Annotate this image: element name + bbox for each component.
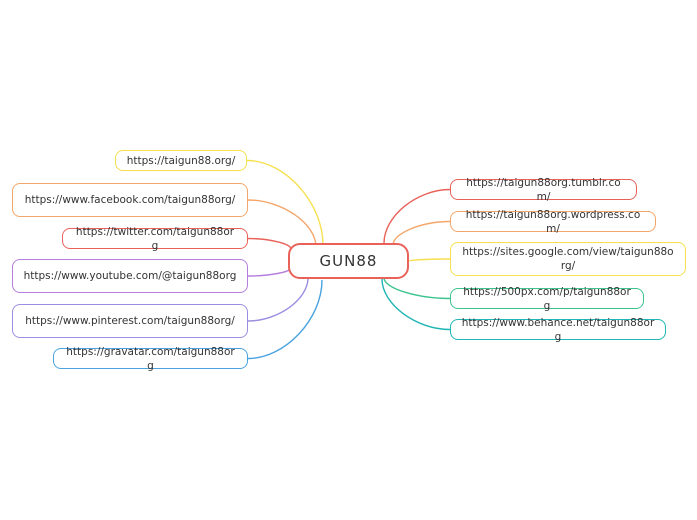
topic-facebook[interactable]: https://www.facebook.com/taigun88org/ — [12, 183, 248, 217]
topic-google-sites[interactable]: https://sites.google.com/view/taigun88or… — [450, 242, 686, 276]
topic-behance[interactable]: https://www.behance.net/taigun88org — [450, 317, 666, 343]
central-topic[interactable]: GUN88 — [288, 243, 409, 279]
connector-right-3 — [383, 277, 451, 300]
connector-left-2 — [247, 237, 292, 250]
topic-taigun88-site[interactable]: https://taigun88.org/ — [115, 150, 247, 171]
connector-left-1 — [247, 199, 317, 248]
connector-right-0 — [383, 188, 451, 244]
topic-500px[interactable]: https://500px.com/p/taigun88org — [450, 286, 644, 312]
topic-gravatar[interactable]: https://gravatar.com/taigun88org — [53, 346, 248, 372]
connector-right-1 — [392, 220, 451, 246]
topic-youtube[interactable]: https://www.youtube.com/@taigun88org — [12, 259, 248, 293]
topic-twitter[interactable]: https://twitter.com/taigun88org — [62, 226, 248, 252]
connector-left-4 — [247, 277, 309, 322]
connector-right-4 — [381, 278, 451, 331]
connector-left-0 — [246, 159, 324, 246]
connector-right-2 — [408, 258, 451, 262]
topic-tumblr[interactable]: https://taigun88org.tumblr.com/ — [450, 177, 637, 203]
connector-left-5 — [247, 279, 323, 360]
connector-left-3 — [247, 267, 292, 277]
topic-wordpress[interactable]: https://taigun88org.wordpress.com/ — [450, 209, 656, 235]
topic-pinterest[interactable]: https://www.pinterest.com/taigun88org/ — [12, 304, 248, 338]
